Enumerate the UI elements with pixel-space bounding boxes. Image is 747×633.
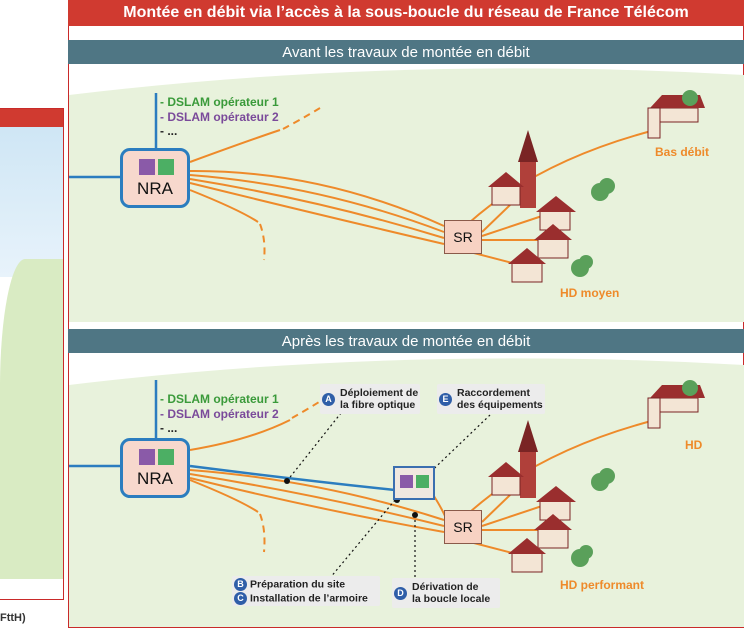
left-panel-sky <box>0 127 63 277</box>
cabinet-purple-equipment <box>400 475 413 488</box>
sr-before: SR <box>444 220 482 254</box>
trees-before <box>571 90 698 277</box>
main-title: Montée en débit via l’accès à la sous-bo… <box>68 0 744 26</box>
dslam-more-before: - ... <box>160 124 178 138</box>
nra-before: NRA <box>120 148 190 208</box>
copper-dashed-down-after-2 <box>259 513 266 553</box>
badge-b: B <box>234 578 247 591</box>
dslam-op1-before: - DSLAM opérateur 1 <box>160 95 279 109</box>
label-bas-debit: Bas débit <box>655 145 710 159</box>
callout-e: E Raccordement des équipements <box>437 384 545 414</box>
copper-main-after-1 <box>189 469 445 521</box>
copper-sr-village-after-2 <box>481 504 546 527</box>
left-panel-field <box>0 259 63 579</box>
callout-d: D Dérivation de la boucle locale <box>392 578 500 608</box>
copper-main-after-3 <box>189 477 445 533</box>
callout-e-line2: des équipements <box>457 399 543 411</box>
copper-sr-village-before-1 <box>481 204 511 233</box>
copper-main-before-1 <box>189 174 445 233</box>
street-cabinet <box>393 466 435 500</box>
dslam-op2-before: - DSLAM opérateur 2 <box>160 110 279 124</box>
copper-main-before-4 <box>189 169 445 227</box>
label-hd-performant: HD performant <box>560 578 645 592</box>
nra-before-green-equipment <box>158 159 174 175</box>
dslam-op1-after: - DSLAM opérateur 1 <box>160 392 279 406</box>
fiber-to-armoire <box>189 464 396 492</box>
badge-c: C <box>234 592 247 605</box>
cabinet-green-equipment <box>416 475 429 488</box>
copper-dashed-up-before-2 <box>282 107 321 130</box>
village-after <box>488 420 576 573</box>
callout-d-line2: la boucle locale <box>412 593 491 605</box>
copper-dashed-down-before-2 <box>259 223 266 261</box>
section-after-title: Après les travaux de montée en débit <box>68 329 744 353</box>
left-cropped-panel <box>0 108 64 600</box>
copper-main-before-2 <box>189 178 445 239</box>
dslam-more-after: - ... <box>160 421 178 435</box>
copper-dashed-down-after <box>189 479 259 513</box>
callout-e-line1: Raccordement <box>457 387 530 399</box>
section-before-title: Avant les travaux de montée en débit <box>68 40 744 64</box>
copper-sr-far-after <box>469 419 656 513</box>
field-before <box>69 68 744 322</box>
left-panel-caption: FttH) <box>0 612 26 624</box>
copper-sr-village-before-2 <box>481 214 546 237</box>
callout-c-text: Installation de l’armoire <box>250 592 368 605</box>
point-d <box>412 512 418 518</box>
label-hd-moyen: HD moyen <box>560 286 620 300</box>
badge-a: A <box>322 393 335 406</box>
leader-a <box>286 407 346 482</box>
copper-dashed-down-before <box>189 189 259 223</box>
nra-after-label: NRA <box>137 469 173 488</box>
copper-sr-village-after-1 <box>481 494 511 523</box>
copper-sr-far-before <box>469 129 656 223</box>
nra-after: NRA <box>120 438 190 498</box>
copper-main-before-3 <box>189 182 445 245</box>
left-panel-header <box>0 109 63 127</box>
callout-d-line1: Dérivation de <box>412 581 479 593</box>
callout-a-line2: la fibre optique <box>340 399 416 411</box>
nra-after-purple-equipment <box>139 449 155 465</box>
dslam-op2-after: - DSLAM opérateur 2 <box>160 407 279 421</box>
leader-bc <box>329 499 396 579</box>
nra-before-label: NRA <box>137 179 173 198</box>
callout-a: A Déploiement de la fibre optique <box>320 384 420 414</box>
callout-b-text: Préparation du site <box>250 578 346 591</box>
copper-dashed-up-after <box>189 419 291 451</box>
label-hd: HD <box>685 438 703 452</box>
callout-a-line1: Déploiement de <box>340 387 419 399</box>
sr-after: SR <box>444 510 482 544</box>
copper-dashed-up-before <box>189 129 281 163</box>
copper-main-after-2 <box>189 473 445 527</box>
badge-d: D <box>394 587 407 600</box>
badge-e: E <box>439 393 452 406</box>
nra-after-green-equipment <box>158 449 174 465</box>
village-before <box>488 130 576 283</box>
trees-after <box>571 380 698 567</box>
nra-before-purple-equipment <box>139 159 155 175</box>
